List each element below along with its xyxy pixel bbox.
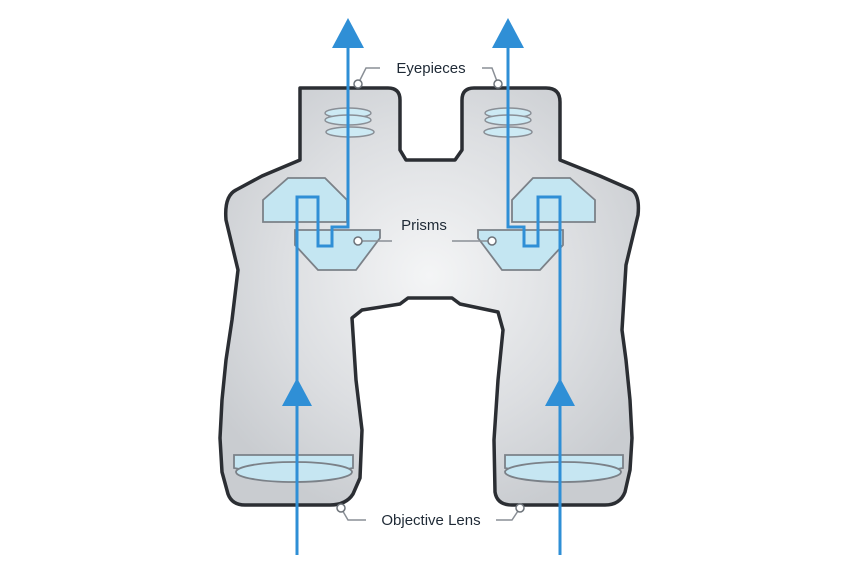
left-entry-arrow <box>282 378 312 406</box>
binocular-body <box>218 86 641 507</box>
right-exit-arrow <box>492 18 524 48</box>
prisms-marker-right <box>487 236 497 246</box>
objective-marker-left <box>336 503 346 513</box>
eyepieces-leader-right <box>482 67 499 85</box>
right-prism-upper <box>511 177 596 223</box>
prisms-marker-left <box>353 236 363 246</box>
eyepieces-leader-left <box>357 67 380 85</box>
eyepieces-label: Eyepieces <box>396 60 465 77</box>
prisms-label: Prisms <box>401 217 447 234</box>
right-objective-lens-curve <box>504 461 622 483</box>
left-exit-arrow <box>332 18 364 48</box>
right-light-path <box>506 42 562 555</box>
objective-leader-right <box>496 507 521 521</box>
left-light-path <box>295 42 350 555</box>
eyepieces-marker-left <box>353 79 363 89</box>
left-eyepiece-lens-bottom <box>325 126 375 138</box>
right-entry-arrow <box>545 378 575 406</box>
left-objective-lens-curve <box>235 461 353 483</box>
objective-lens-label: Objective Lens <box>381 512 480 529</box>
objective-marker-right <box>515 503 525 513</box>
eyepieces-marker-right <box>493 79 503 89</box>
right-prism-lower <box>477 229 564 271</box>
